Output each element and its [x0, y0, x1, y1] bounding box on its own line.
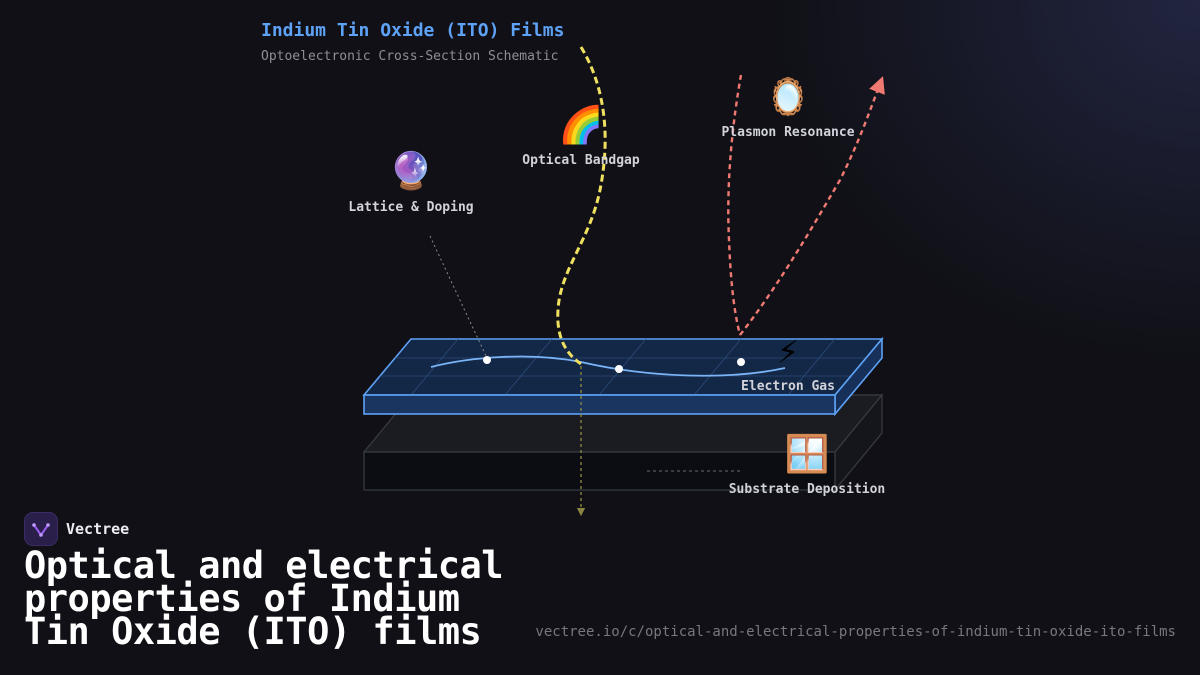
crystal-ball-icon: 🔮 [388, 151, 434, 192]
brand-name: Vectree [66, 520, 130, 538]
ito-film-slab [362, 336, 884, 417]
substrate-deposition-label: Substrate Deposition [728, 482, 886, 497]
electron-dot [737, 358, 745, 366]
electron-wave [430, 355, 786, 377]
electron-dot [615, 365, 623, 373]
vectree-logo-icon [24, 512, 58, 546]
diagram-title: Indium Tin Oxide (ITO) Films [261, 20, 565, 41]
plasmon-incident-ray [727, 74, 743, 336]
plasmon-resonance-label: Plasmon Resonance [721, 125, 855, 140]
diagram-subtitle: Optoelectronic Cross-Section Schematic [261, 49, 559, 64]
rainbow-icon: 🌈 [558, 105, 604, 146]
lightning-icon: ⚡ [777, 331, 799, 372]
mirror-icon: 🪞 [765, 77, 811, 118]
electron-dot [483, 356, 491, 364]
electron-gas-label: Electron Gas [741, 379, 835, 394]
optical-bandgap-label: Optical Bandgap [522, 153, 640, 168]
plasmon-reflected-ray [739, 76, 885, 336]
page-headline: Optical and electrical properties of Ind… [24, 544, 504, 653]
source-url-link[interactable]: vectree.io/c/optical-and-electrical-prop… [535, 624, 1176, 640]
lattice-doping-label: Lattice & Doping [348, 200, 474, 215]
light-ray [556, 46, 607, 366]
window-icon: 🪟 [784, 434, 830, 475]
brand[interactable]: Vectree [24, 512, 129, 546]
